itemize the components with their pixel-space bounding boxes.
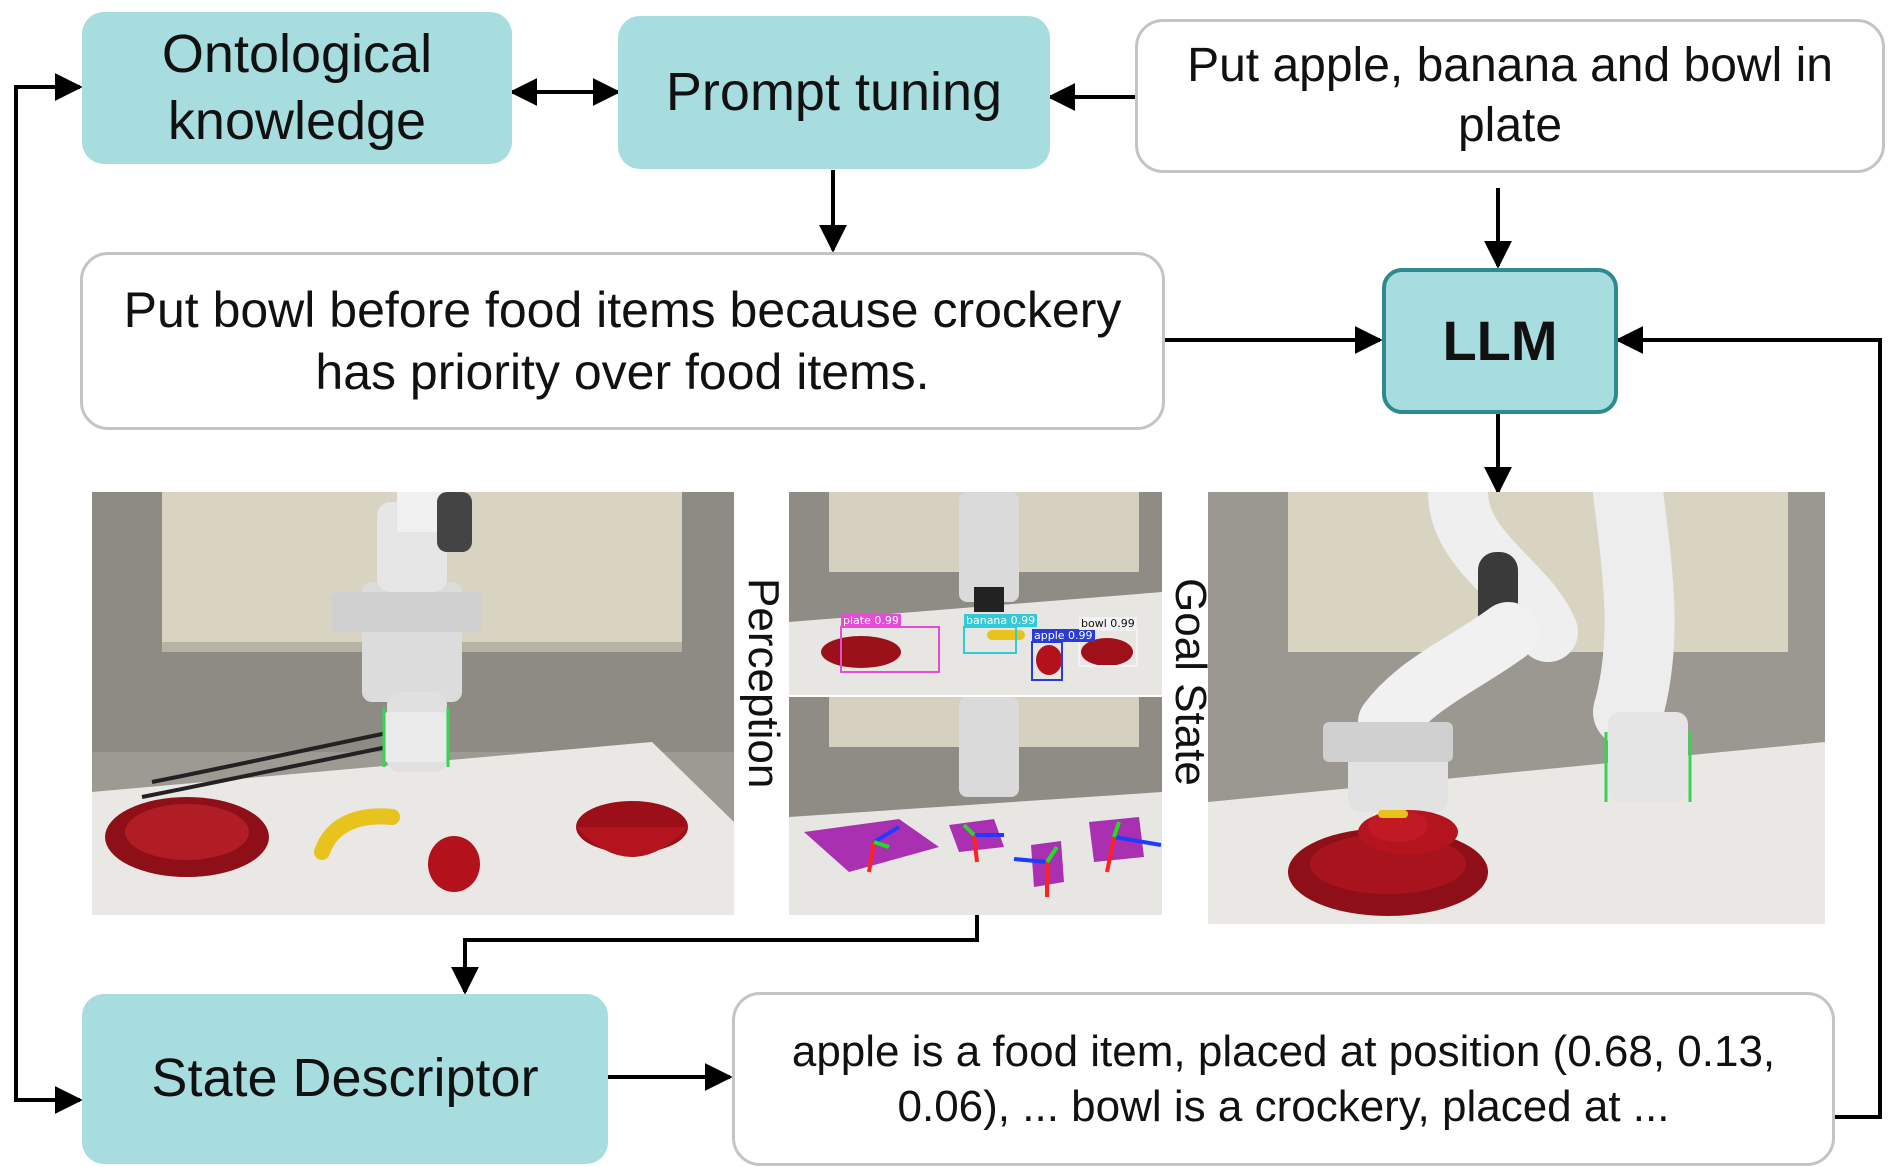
state-description-text: apple is a food item, placed at position… [791, 1027, 1776, 1131]
goal-state-image [1208, 492, 1825, 924]
ontological-knowledge-box: Ontological knowledge [82, 12, 512, 164]
perception-pose-image [789, 697, 1162, 915]
state-descriptor-box: State Descriptor [82, 994, 608, 1164]
arrow-perception-descriptor [451, 915, 979, 995]
detection-label-plate: plate 0.99 [841, 614, 901, 627]
prompt-tuning-box: Prompt tuning [618, 16, 1050, 169]
perception-label: Perception [739, 578, 788, 789]
priority-rule-box: Put bowl before food items because crock… [80, 252, 1165, 430]
ontological-knowledge-label: Ontological knowledge [161, 23, 433, 152]
detection-label-apple: apple 0.99 [1032, 629, 1095, 642]
initial-scene-drawing [92, 492, 734, 915]
instruction-box: Put apple, banana and bowl in plate [1135, 19, 1885, 173]
instruction-text: Put apple, banana and bowl in plate [1187, 39, 1833, 152]
state-description-box: apple is a food item, placed at position… [732, 992, 1835, 1166]
pose-scene-drawing [789, 697, 1162, 915]
goal-state-label: Goal State [1166, 578, 1215, 786]
goal-scene-drawing [1208, 492, 1825, 924]
detection-label-bowl: bowl 0.99 [1079, 617, 1137, 630]
state-descriptor-label: State Descriptor [151, 1048, 539, 1109]
initial-scene-image [92, 492, 734, 915]
detection-scene-drawing [789, 492, 1162, 695]
prompt-tuning-label: Prompt tuning [665, 61, 1003, 122]
perception-detection-image: plate 0.99 banana 0.99 apple 0.99 bowl 0… [789, 492, 1162, 695]
arrow-left-loop [14, 73, 83, 1114]
llm-label: LLM [1442, 309, 1558, 372]
priority-rule-text: Put bowl before food items because crock… [123, 281, 1122, 401]
llm-box: LLM [1382, 268, 1618, 414]
detection-label-banana: banana 0.99 [964, 614, 1038, 627]
arrow-text-llm [1615, 326, 1882, 1119]
